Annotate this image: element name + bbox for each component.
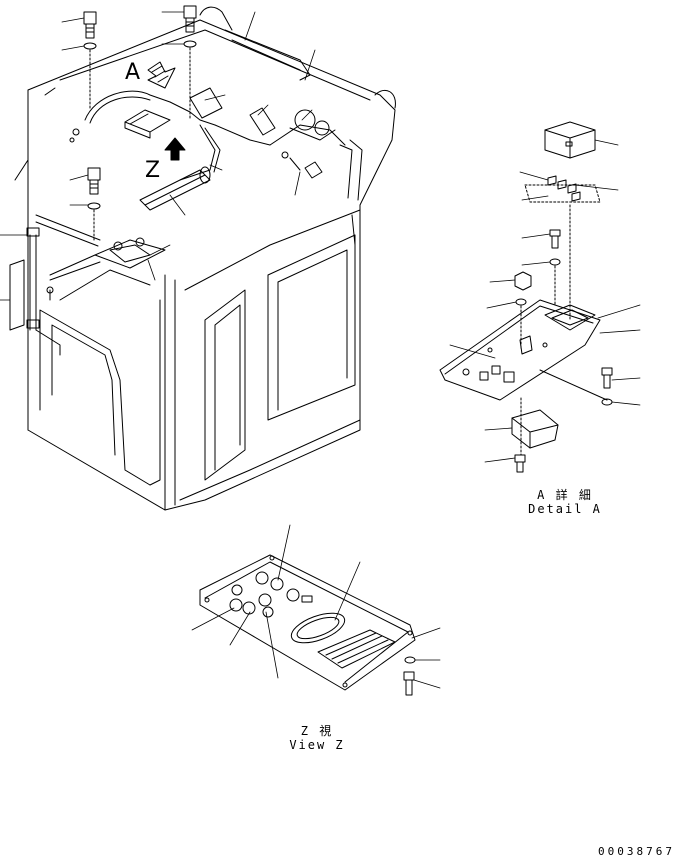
detail-a-drawing: [439, 121, 641, 473]
view-letter-z: Z: [145, 158, 161, 183]
tube-module: [139, 166, 211, 211]
detail-a-caption-en: Detail A: [528, 502, 602, 516]
view-z-caption-jp: Z 視: [300, 724, 334, 738]
view-z-caption-en: View Z: [289, 738, 345, 752]
left-pipe-bracket: [9, 214, 101, 356]
view-letter-a: A: [125, 60, 141, 85]
cab-assembly: [14, 6, 396, 511]
document-number: 00038767: [598, 845, 675, 858]
front-panel-connectors: [49, 237, 166, 281]
bolts-upper: [83, 5, 323, 241]
direction-arrows: [147, 61, 186, 161]
leader-lines-main: [0, 11, 316, 301]
detail-a-caption-jp: A 詳 細: [537, 488, 593, 502]
wiring-harness-top: [69, 87, 346, 181]
view-z-drawing: [191, 524, 441, 696]
